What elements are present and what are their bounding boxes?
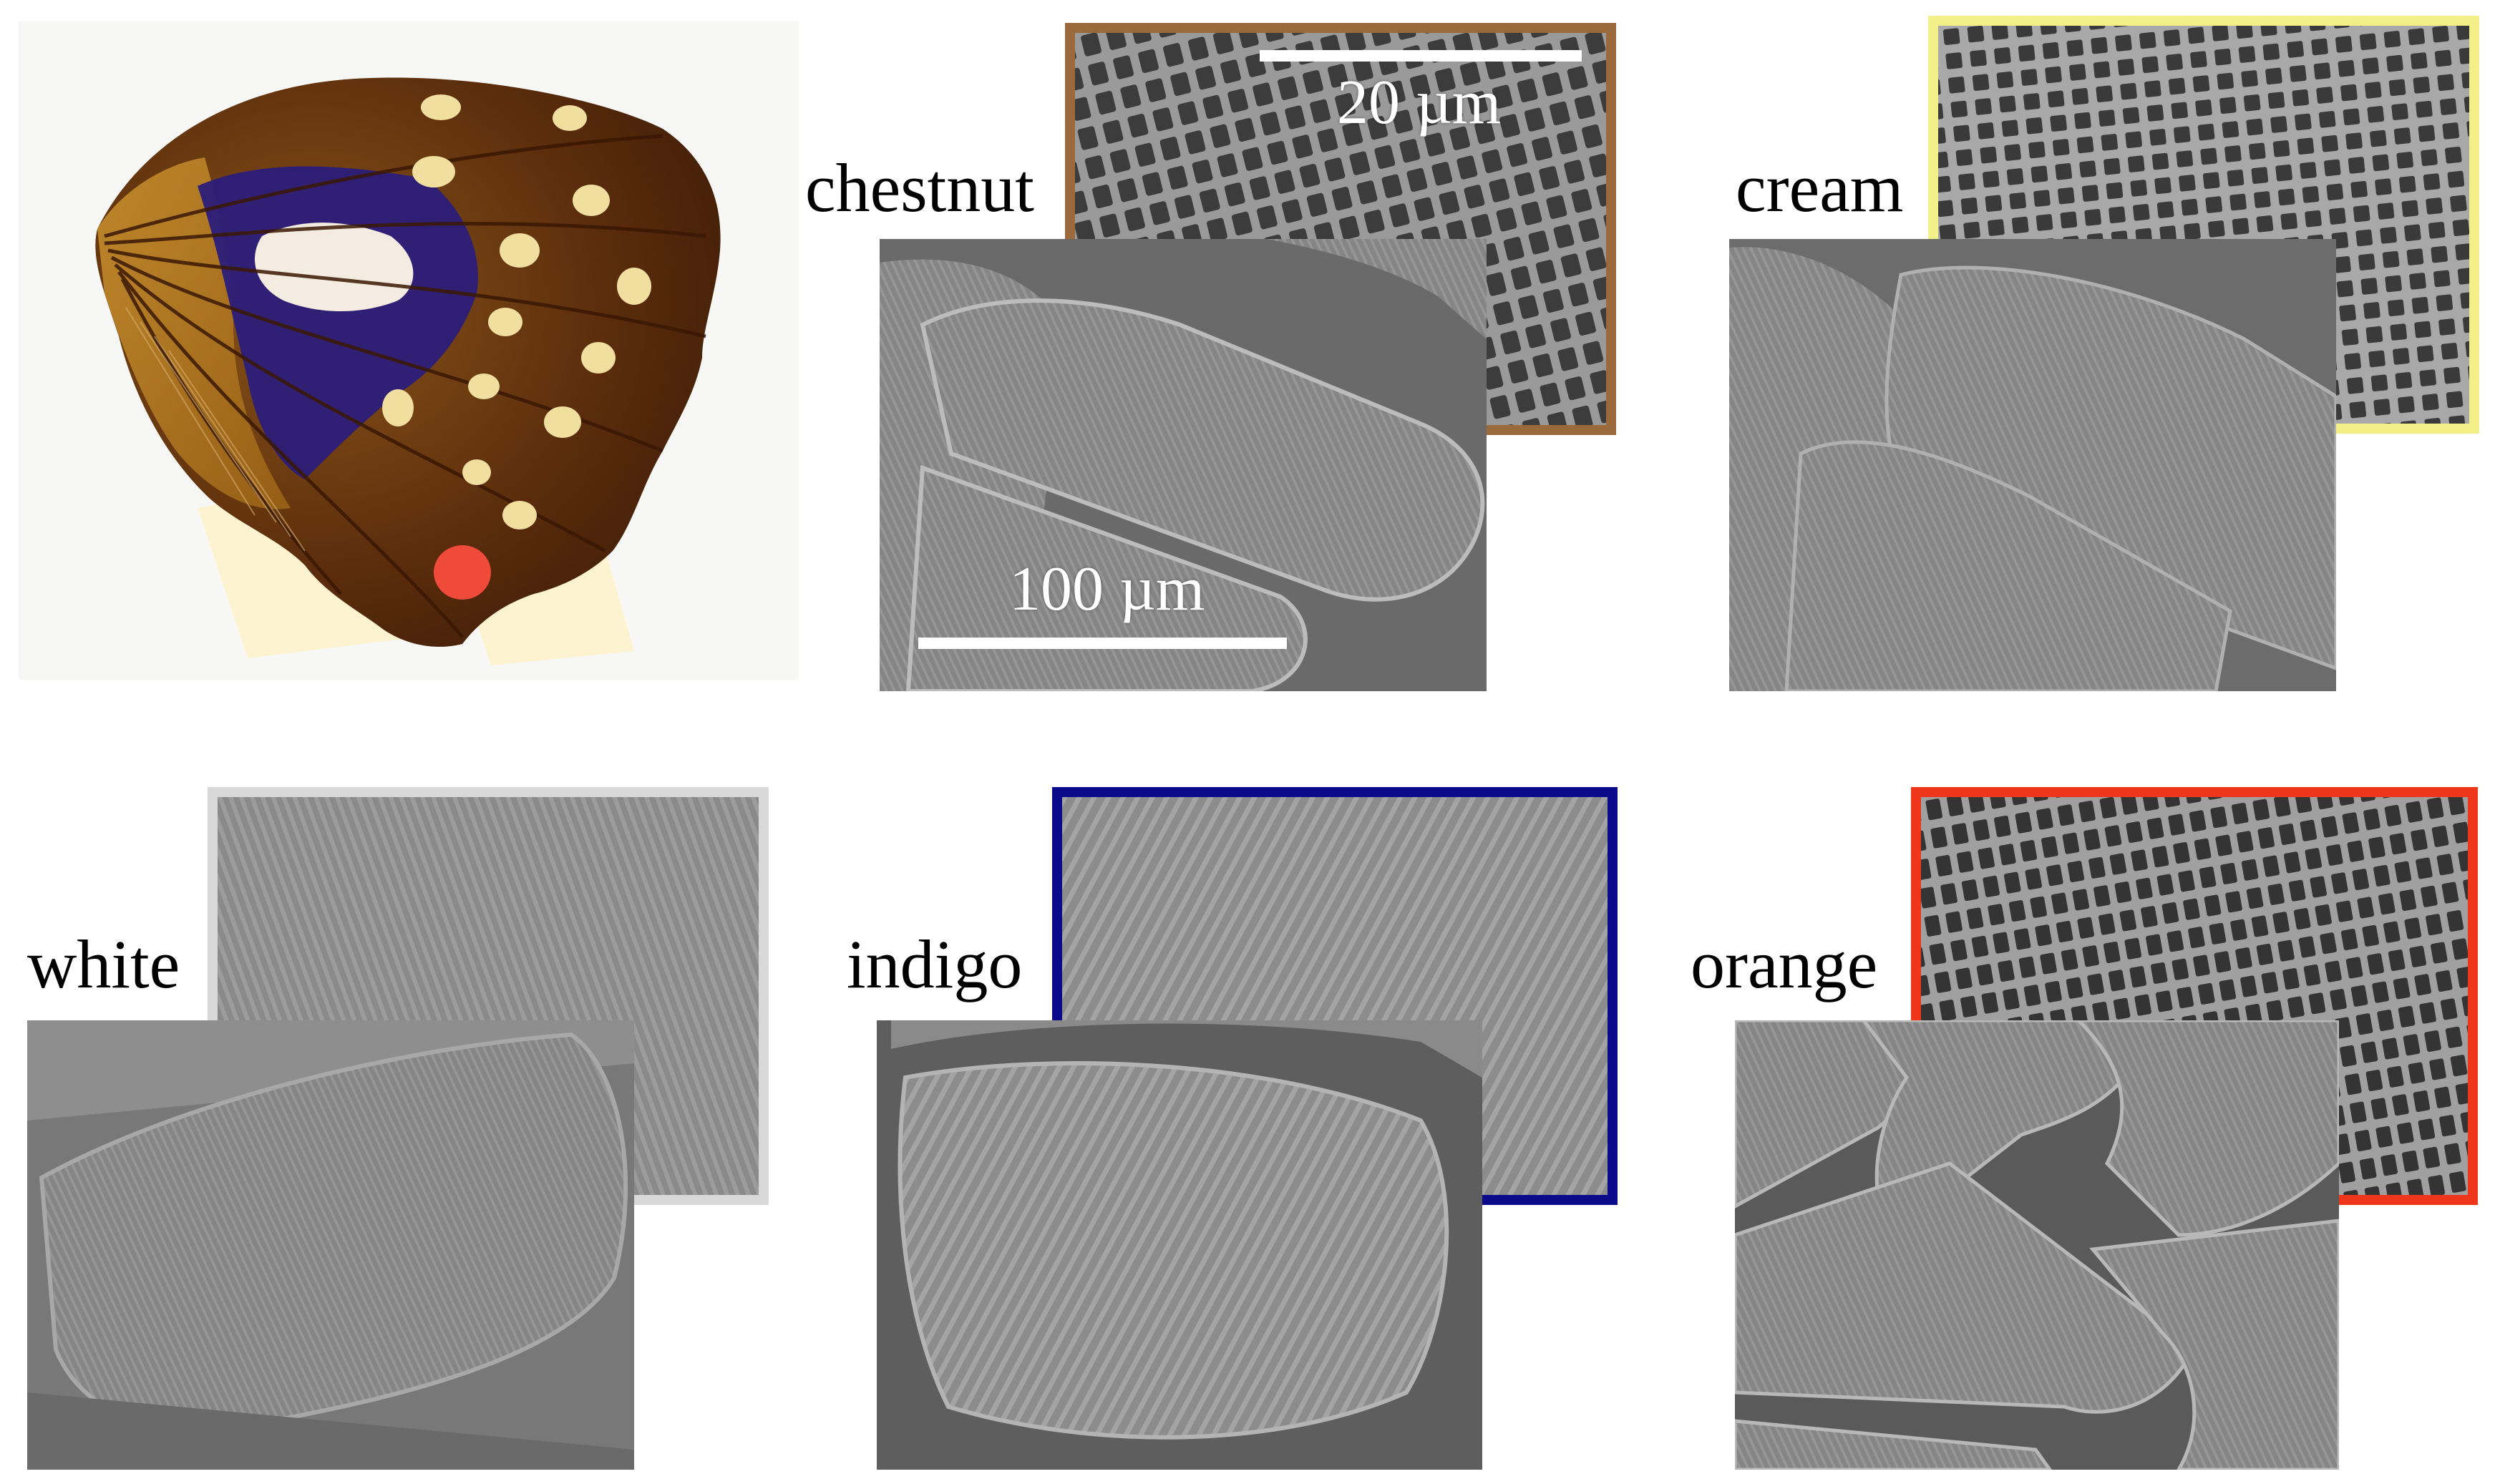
scale-bar-large-label: 100 µm <box>1009 555 1205 624</box>
panel-label-indigo: indigo <box>847 926 1023 1002</box>
cream-overview-sem <box>1729 239 2336 691</box>
white-overview-sem <box>27 1020 634 1470</box>
indigo-overview-sem <box>877 1020 1482 1470</box>
panel-label-orange: orange <box>1691 926 1878 1002</box>
scale-bar-small-label: 20 µm <box>1337 68 1502 137</box>
butterfly-wing-photo <box>19 21 799 680</box>
chestnut-overview-sem <box>880 239 1487 691</box>
scale-bar-small <box>1260 50 1582 62</box>
panel-label-chestnut: chestnut <box>805 150 1034 226</box>
orange-overview-sem <box>1735 1020 2339 1470</box>
panel-label-cream: cream <box>1736 150 1904 226</box>
panel-label-white: white <box>27 926 180 1002</box>
scale-bar-large <box>918 638 1287 649</box>
butterfly-wing-illustration <box>95 77 721 665</box>
